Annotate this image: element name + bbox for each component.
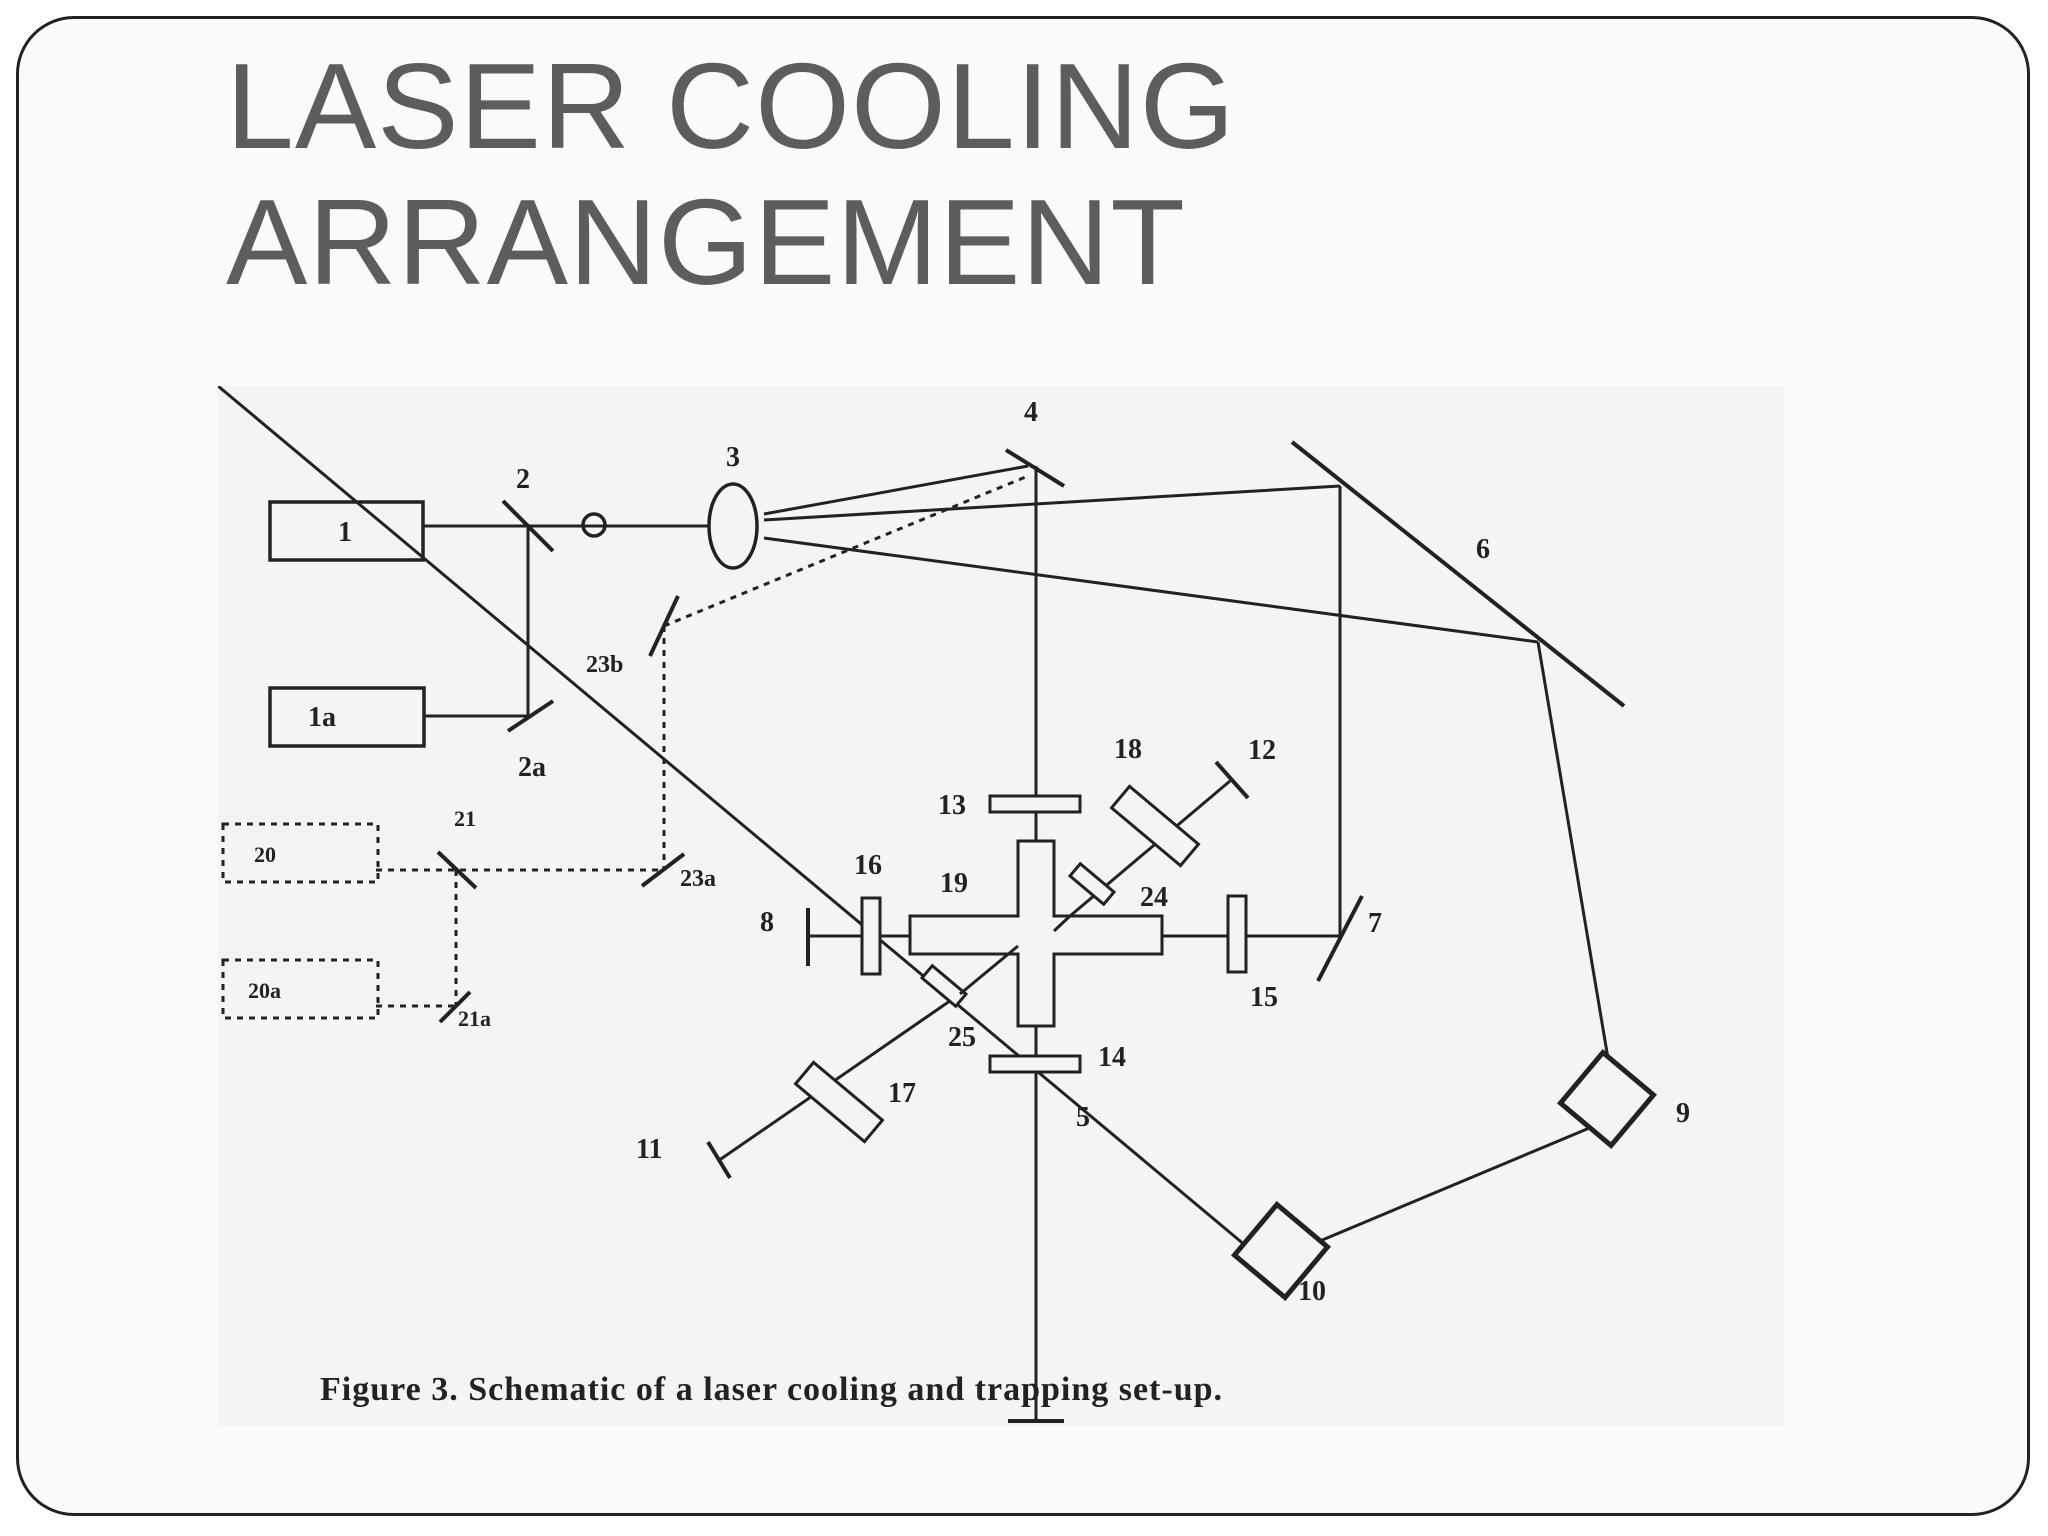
beam-3-to-4 (763, 464, 1029, 516)
dashed-beam-23b-to-4 (663, 474, 1029, 628)
label-1a: 1a (308, 702, 336, 733)
mirror-4 (1004, 448, 1066, 488)
beam-chamber-to-25 (959, 944, 1019, 996)
figure-background (218, 386, 1784, 1426)
laser-cooling-schematic: 1 1a 2 2a 3 4 5 6 7 8 9 10 11 12 13 14 1… (218, 386, 1784, 1426)
laser-box-20a (221, 958, 380, 1020)
beam-24-to-chamber (1052, 914, 1072, 933)
beam-3-to-6b (763, 536, 1539, 644)
label-5: 5 (1076, 1102, 1090, 1133)
waveplate-13 (988, 794, 1082, 814)
optic-24 (1067, 861, 1117, 907)
waveplate-14 (988, 1054, 1082, 1074)
label-13: 13 (938, 790, 966, 821)
label-2a: 2a (518, 752, 546, 783)
label-21: 21 (454, 806, 476, 831)
label-15: 15 (1250, 982, 1278, 1013)
title-line-2: ARRANGEMENT (226, 174, 1186, 310)
figure-caption: Figure 3. Schematic of a laser cooling a… (320, 1371, 1223, 1408)
label-23b: 23b (586, 652, 623, 678)
pinhole-aperture (581, 512, 607, 538)
optic-18 (1109, 784, 1201, 868)
label-20: 20 (254, 842, 276, 867)
mirror-11 (706, 1140, 732, 1180)
prism-10 (1230, 1200, 1332, 1302)
title-line-1: LASER COOLING (226, 38, 1236, 174)
lens-3 (707, 482, 759, 570)
label-14: 14 (1098, 1042, 1126, 1073)
beam-10-to-11 (218, 386, 1259, 1258)
laser-box-1a (268, 686, 426, 748)
waveplate-16 (860, 896, 882, 976)
prism-9 (1556, 1048, 1658, 1150)
label-7: 7 (1368, 908, 1382, 939)
label-19: 19 (940, 868, 968, 899)
laser-box-20 (221, 822, 380, 884)
mirror-2 (501, 499, 555, 553)
label-10: 10 (1298, 1276, 1326, 1307)
label-20a: 20a (248, 978, 281, 1003)
label-9: 9 (1676, 1098, 1690, 1129)
label-17: 17 (888, 1078, 916, 1109)
label-1: 1 (338, 517, 352, 548)
label-4: 4 (1024, 397, 1038, 428)
laser-box-1 (268, 500, 425, 562)
label-2: 2 (516, 464, 530, 495)
label-8: 8 (760, 907, 774, 938)
label-16: 16 (854, 850, 882, 881)
label-25: 25 (948, 1022, 976, 1053)
vacuum-chamber-19 (908, 839, 1164, 1028)
mirror-21a (438, 990, 472, 1024)
slide-title: LASER COOLING ARRANGEMENT (226, 38, 1236, 310)
label-11: 11 (636, 1134, 662, 1165)
label-6: 6 (1476, 534, 1490, 565)
waveplate-15 (1226, 894, 1248, 974)
mirror-23b (648, 595, 680, 657)
optic-25 (919, 963, 969, 1009)
mirror-21 (436, 850, 478, 890)
label-3: 3 (726, 442, 740, 473)
label-21a: 21a (458, 1006, 491, 1031)
beam-6-to-9 (1536, 641, 1618, 1107)
mirror-6 (1290, 440, 1626, 708)
mirror-2a (506, 699, 555, 733)
label-24: 24 (1140, 882, 1168, 913)
beam-9-to-10 (1307, 1114, 1619, 1248)
label-23a: 23a (680, 866, 716, 892)
beam-11-to-25 (717, 992, 961, 1163)
beam-3-to-6a (763, 484, 1341, 522)
label-18: 18 (1114, 734, 1142, 765)
label-12: 12 (1248, 735, 1276, 766)
optic-17 (793, 1060, 885, 1144)
mirror-23a (640, 852, 686, 888)
mirror-7 (1316, 895, 1364, 982)
mirror-12 (1214, 760, 1250, 800)
